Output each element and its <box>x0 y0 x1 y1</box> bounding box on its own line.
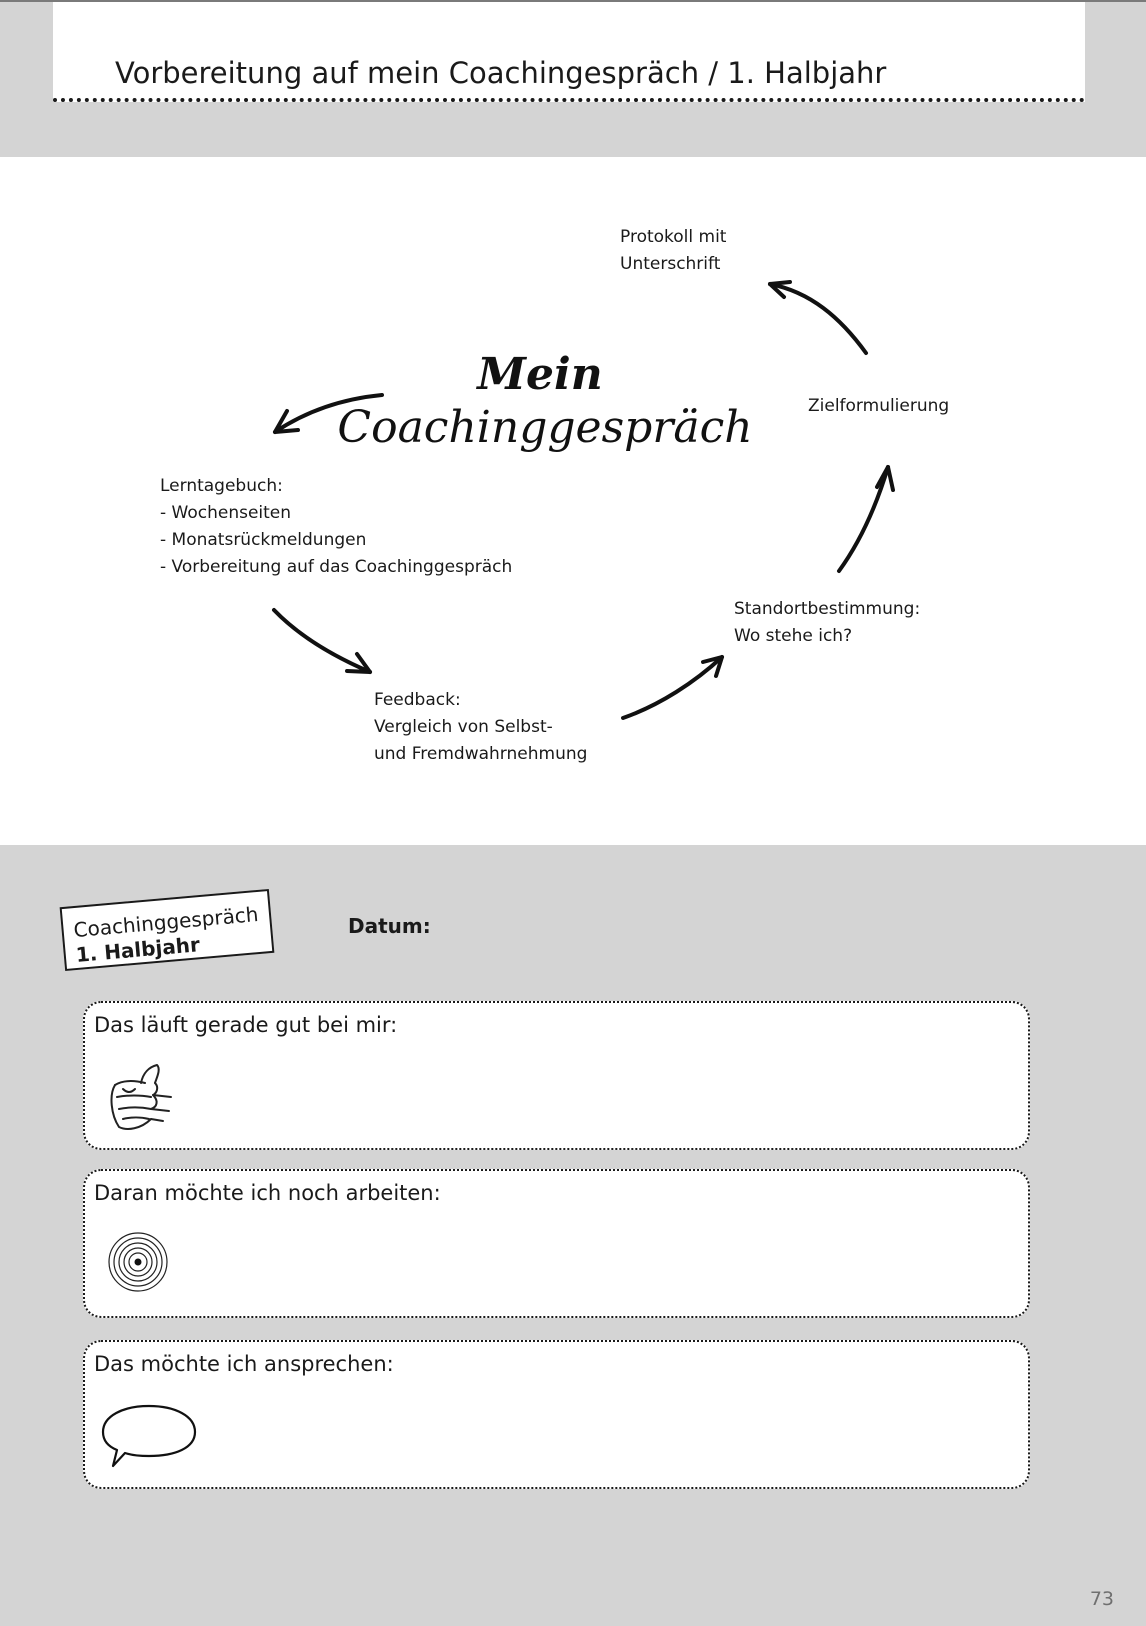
step-standort-line: Standortbestimmung: <box>734 599 921 619</box>
step-feedback-line: Vergleich von Selbst- <box>374 717 553 737</box>
step-lerntagebuch-line: - Monatsrückmeldungen <box>160 530 367 550</box>
thumbs-up-icon <box>110 1064 172 1130</box>
box-label: Daran möchte ich noch arbeiten: <box>94 1181 441 1205</box>
box-ansprechen[interactable]: Das möchte ich ansprechen: <box>83 1340 1030 1489</box>
target-icon <box>108 1232 168 1292</box>
page-title: Vorbereitung auf mein Coachingespräch / … <box>115 56 887 90</box>
box-noch-arbeiten[interactable]: Daran möchte ich noch arbeiten: <box>83 1169 1030 1318</box>
step-protokoll: Protokoll mit Unterschrift <box>620 224 726 278</box>
box-gut-bei-mir[interactable]: Das läuft gerade gut bei mir: <box>83 1001 1030 1150</box>
coaching-cycle-diagram: Mein Coachinggespräch <box>0 157 1146 845</box>
diagram-title-line1: Mein <box>475 349 602 400</box>
step-lerntagebuch-line: - Wochenseiten <box>160 503 292 523</box>
step-zielformulierung: Zielformulierung <box>808 393 949 420</box>
box-label: Das läuft gerade gut bei mir: <box>94 1013 398 1037</box>
step-feedback: Feedback: Vergleich von Selbst- und Frem… <box>374 687 587 768</box>
title-card: Vorbereitung auf mein Coachingespräch / … <box>53 2 1085 102</box>
datum-label: Datum: <box>348 914 431 938</box>
diagram-graphics: Mein Coachinggespräch <box>272 280 895 720</box>
arrow-to-protokoll-icon <box>768 280 868 355</box>
arrow-to-feedback-icon <box>272 608 372 674</box>
step-feedback-line: Feedback: <box>374 690 461 710</box>
top-border-line <box>0 0 1146 2</box>
arrow-to-ziel-icon <box>837 465 895 573</box>
step-protokoll-line: Protokoll mit <box>620 227 727 247</box>
step-protokoll-line: Unterschrift <box>620 254 721 274</box>
step-standort-line: Wo stehe ich? <box>734 626 853 646</box>
step-standortbestimmung: Standortbestimmung: Wo stehe ich? <box>734 596 920 650</box>
step-ziel-line: Zielformulierung <box>808 396 950 416</box>
diagram-title-line2: Coachinggespräch <box>337 402 752 453</box>
title-dotted-rule <box>53 98 1085 102</box>
step-lerntagebuch-line: - Vorbereitung auf das Coachinggespräch <box>160 557 513 577</box>
step-lerntagebuch: Lerntagebuch: - Wochenseiten - Monatsrüc… <box>160 473 512 581</box>
arrow-to-standort-icon <box>621 655 724 720</box>
step-lerntagebuch-line: Lerntagebuch: <box>160 476 283 496</box>
page-number: 73 <box>1089 1588 1114 1610</box>
arrow-to-lerntagebuch-icon <box>273 393 384 434</box>
speech-bubble-icon <box>101 1404 197 1468</box>
box-label: Das möchte ich ansprechen: <box>94 1352 394 1376</box>
step-feedback-line: und Fremdwahrnehmung <box>374 744 588 764</box>
